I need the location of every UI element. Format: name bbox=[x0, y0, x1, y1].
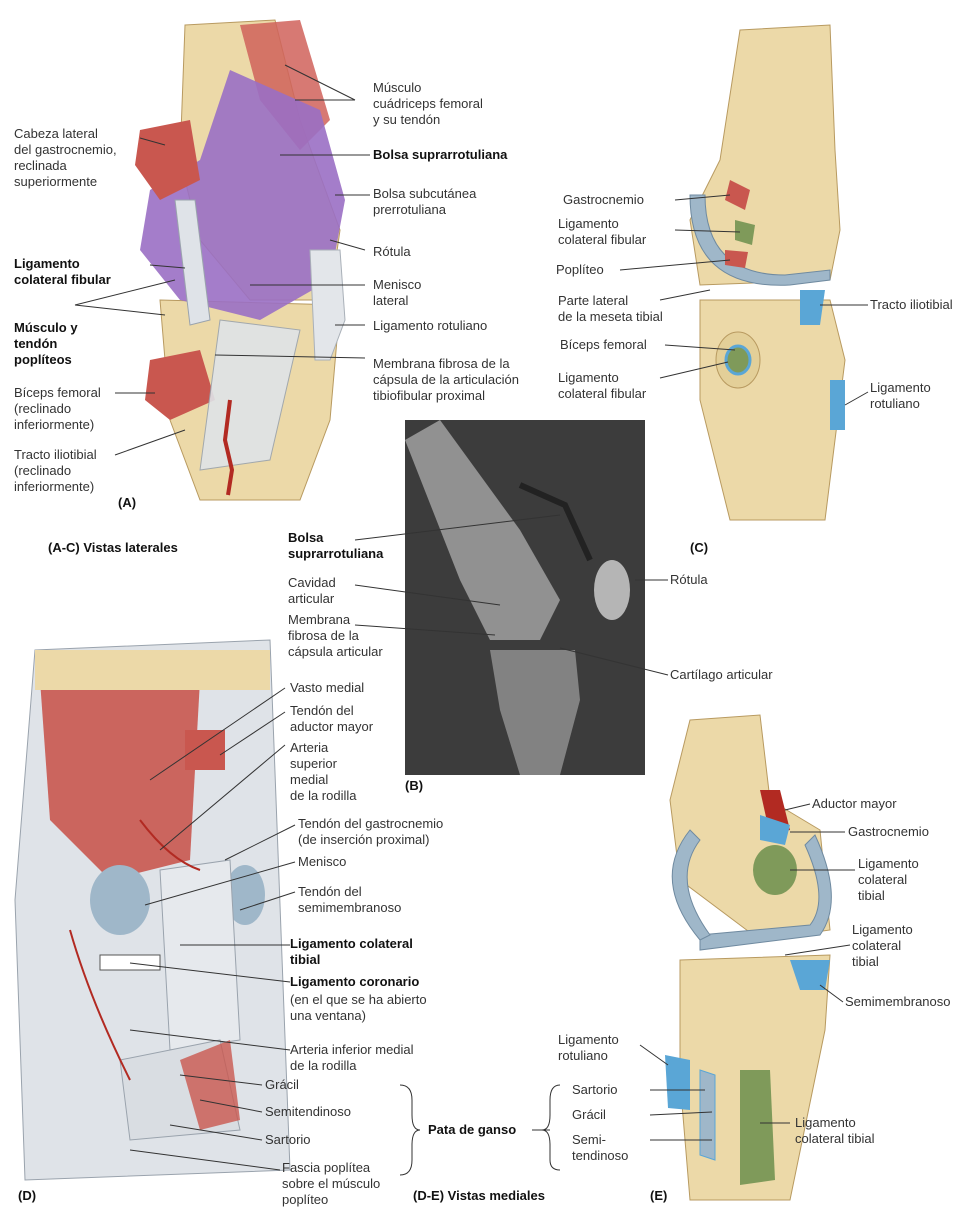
xray-patella bbox=[594, 560, 630, 620]
label-membrana-b: Membrana fibrosa de la cápsula articular bbox=[288, 612, 383, 660]
label-gracil-e: Grácil bbox=[572, 1107, 606, 1123]
label-sartorio-e: Sartorio bbox=[572, 1082, 618, 1098]
label-tracto-c: Tracto iliotibial bbox=[870, 297, 953, 313]
label-lig-col-fib-a: Ligamento colateral fibular bbox=[14, 256, 111, 288]
label-sartorio-d: Sartorio bbox=[265, 1132, 311, 1148]
label-rotula-a: Rótula bbox=[373, 244, 411, 260]
label-bolsa-sub: Bolsa subcutánea prerrotuliana bbox=[373, 186, 476, 218]
label-bolsa-supra-a: Bolsa suprarrotuliana bbox=[373, 147, 507, 163]
label-lig-col-tib-d: Ligamento colateral tibial bbox=[290, 936, 413, 968]
label-popliteo-a: Músculo y tendón poplíteos bbox=[14, 320, 78, 368]
pes-attach-e bbox=[700, 1070, 715, 1160]
label-arteria-sup: Arteria superior medial de la rodilla bbox=[290, 740, 357, 804]
label-popliteo-c: Poplíteo bbox=[556, 262, 604, 278]
label-semimem-d: Tendón del semimembranoso bbox=[298, 884, 401, 916]
label-lig-col-fib-c1: Ligamento colateral fibular bbox=[558, 216, 646, 248]
label-coronario-note: (en el que se ha abierto una ventana) bbox=[290, 992, 427, 1024]
medial-meniscus-d bbox=[90, 865, 150, 935]
label-lig-coronario: Ligamento coronario bbox=[290, 974, 419, 990]
panel-label-d: (D) bbox=[18, 1188, 36, 1203]
panel-c-illustration bbox=[690, 25, 845, 520]
label-gastro-head: Cabeza lateral del gastrocnemio, reclina… bbox=[14, 126, 117, 190]
panel-a-illustration bbox=[135, 20, 345, 500]
patellar-ligament-a bbox=[310, 250, 345, 360]
label-lig-col-tib-e2: Ligamento colateral tibial bbox=[852, 922, 913, 970]
panel-d-illustration bbox=[15, 640, 290, 1180]
fat-d bbox=[35, 650, 270, 690]
panel-label-e: (E) bbox=[650, 1188, 667, 1203]
label-menisco-d: Menisco bbox=[298, 854, 346, 870]
label-tracto-a: Tracto iliotibial (reclinado inferiormen… bbox=[14, 447, 97, 495]
label-menisco-lateral: Menisco lateral bbox=[373, 277, 421, 309]
label-biceps-c: Bíceps femoral bbox=[560, 337, 647, 353]
adductor-tendon-d bbox=[185, 730, 225, 770]
label-semitend-d: Semitendinoso bbox=[265, 1104, 351, 1120]
tibia-c bbox=[700, 300, 845, 520]
label-aductor-e: Aductor mayor bbox=[812, 796, 897, 812]
label-lig-col-tib-e1: Ligamento colateral tibial bbox=[858, 856, 919, 904]
label-semitend-e: Semi- tendinoso bbox=[572, 1132, 628, 1164]
label-fascia: Fascia poplítea sobre el músculo poplíte… bbox=[282, 1160, 380, 1208]
label-lig-rot-c: Ligamento rotuliano bbox=[870, 380, 931, 412]
label-gracil-d: Grácil bbox=[265, 1077, 299, 1093]
label-cuadriceps: Músculo cuádriceps femoral y su tendón bbox=[373, 80, 483, 128]
patellar-lig-attach-e bbox=[665, 1055, 690, 1110]
label-lig-col-fib-c2: Ligamento colateral fibular bbox=[558, 370, 646, 402]
label-biceps-a: Bíceps femoral (reclinado inferiormente) bbox=[14, 385, 101, 433]
panel-label-a: (A) bbox=[118, 495, 136, 510]
label-lig-col-tib-e3: Ligamento colateral tibial bbox=[795, 1115, 875, 1147]
tib-col-lower-e bbox=[740, 1070, 775, 1185]
label-membrana-a: Membrana fibrosa de la cápsula de la art… bbox=[373, 356, 519, 404]
patellar-lig-attach-c bbox=[830, 380, 845, 430]
label-cavidad: Cavidad articular bbox=[288, 575, 336, 607]
caption-medial: (D-E) Vistas mediales bbox=[413, 1188, 545, 1203]
label-pata-ganso: Pata de ganso bbox=[428, 1122, 516, 1138]
popliteus-attach-c bbox=[725, 250, 748, 268]
femur-e bbox=[670, 715, 830, 940]
label-vasto: Vasto medial bbox=[290, 680, 364, 696]
coronary-window-d bbox=[100, 955, 160, 970]
panel-b-xray bbox=[405, 420, 645, 775]
label-semimem-e: Semimembranoso bbox=[845, 994, 951, 1010]
label-bolsa-supra-b: Bolsa suprarrotuliana bbox=[288, 530, 383, 562]
label-cartilago: Cartílago articular bbox=[670, 667, 773, 683]
label-aductor-d: Tendón del aductor mayor bbox=[290, 703, 373, 735]
label-gastro-d: Tendón del gastrocnemio (de inserción pr… bbox=[298, 816, 443, 848]
label-lig-rot-e: Ligamento rotuliano bbox=[558, 1032, 619, 1064]
caption-lateral: (A-C) Vistas laterales bbox=[48, 540, 178, 555]
panel-label-c: (C) bbox=[690, 540, 708, 555]
label-gastro-c: Gastrocnemio bbox=[563, 192, 644, 208]
label-meseta: Parte lateral de la meseta tibial bbox=[558, 293, 663, 325]
label-gastro-e: Gastrocnemio bbox=[848, 824, 929, 840]
label-rotula-b: Rótula bbox=[670, 572, 708, 588]
tibial-collateral-d bbox=[160, 860, 240, 1050]
label-lig-rot-a: Ligamento rotuliano bbox=[373, 318, 487, 334]
panel-label-b: (B) bbox=[405, 778, 423, 793]
label-arteria-inf: Arteria inferior medial de la rodilla bbox=[290, 1042, 414, 1074]
biceps-attach-c bbox=[726, 346, 750, 374]
